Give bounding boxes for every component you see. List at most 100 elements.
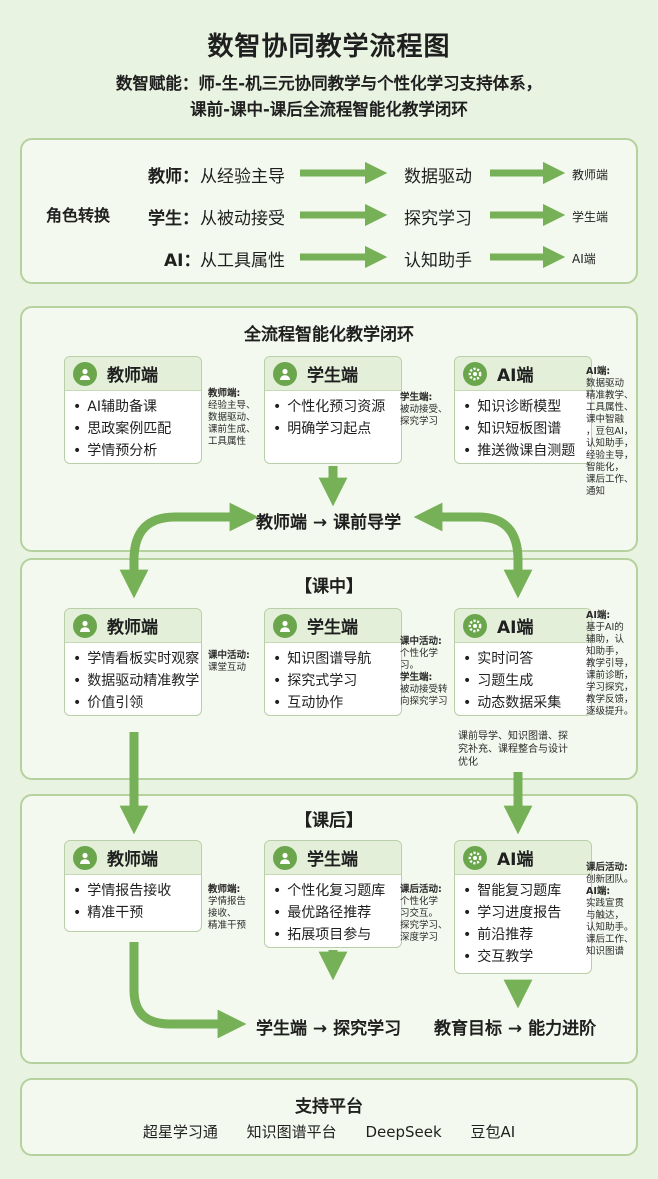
ai-gear-icon <box>463 845 487 870</box>
post-student-note: 课后活动: 个性化学 习交互。 探究学习、 深度学习 <box>400 884 448 944</box>
note-head: 课后活动: <box>400 884 442 895</box>
note-line: 向探究学习 <box>400 696 448 707</box>
post-teacher-card: 教师端 学情报告接收精准干预 <box>64 840 202 932</box>
pre-class-title: 全流程智能化教学闭环 <box>244 325 414 345</box>
note-line: 学情报告 <box>208 896 247 907</box>
note-head: 教师端: <box>208 388 241 399</box>
role-student-to: 探究学习 <box>404 209 472 229</box>
platform-item: 超星学习通 <box>142 1123 218 1141</box>
note-line: 个性化学 <box>400 896 439 907</box>
subtitle-line-1: 数智赋能：师-生-机三元协同教学与个性化学习支持体系， <box>115 74 543 93</box>
teacher-icon <box>73 845 97 870</box>
pre-ai-item: 知识短板图谱 <box>463 418 591 440</box>
role-ai-who: AI： <box>164 251 201 271</box>
pre-ai-name: AI端 <box>497 366 534 386</box>
role-teacher-who: 教师： <box>148 167 199 187</box>
in-student-note: 课中活动: 个性化学 习。 学生端: 被动接受转 向探究学习 <box>400 636 448 708</box>
note-head: 教师端: <box>208 884 241 895</box>
role-ai-end: AI端 <box>572 252 596 266</box>
in-teacher-note: 课中活动: 课堂互动 <box>208 650 250 674</box>
role-panel-label: 角色转换 <box>46 206 111 225</box>
platform-panel <box>20 1078 638 1156</box>
pre-teacher-note: 教师端: 经验主导、 数据驱动、 课前生成、 工具属性 <box>208 388 256 448</box>
post-student-item: 拓展项目参与 <box>273 924 401 946</box>
pre-ai-note: AI端: 数据驱动 精准教学、 工具属性、 课中智融 ，豆包AI， 认知助手， … <box>586 366 634 498</box>
post-teacher-item: 学情报告接收 <box>73 880 201 902</box>
pre-ai-card: AI端 知识诊断模型知识短板图谱推送微课自测题 <box>454 356 592 464</box>
in-teacher-item: 数据驱动精准教学 <box>73 670 201 692</box>
in-ai-note: AI端: 基于AI的 辅助，认 知助手， 教学引导， 课前诊断， 学习探究， 教… <box>586 610 634 718</box>
note-line: ，豆包AI， <box>586 426 634 437</box>
note-line: 课前生成、 <box>208 424 256 435</box>
in-ai-name: AI端 <box>497 618 534 638</box>
pre-ai-item: 知识诊断模型 <box>463 396 591 418</box>
post-class-title: 【课后】 <box>295 811 363 831</box>
note-line: 经验主导、 <box>208 400 256 411</box>
note-line: 习交互。 <box>400 908 439 919</box>
in-ai-card: AI端 实时问答习题生成动态数据采集 <box>454 608 592 716</box>
platform-list: 超星学习通 知识图谱平台 DeepSeek 豆包AI <box>0 1121 658 1142</box>
note-line: 究补充、课程整合与设计 <box>458 744 568 755</box>
note-head: 课中活动: <box>400 636 442 647</box>
note-line: 课后工作、 <box>586 474 634 485</box>
note-line: 辅助，认 <box>586 634 625 645</box>
note-line: 数据驱动、 <box>208 412 256 423</box>
student-icon <box>273 845 297 870</box>
note-line: 课堂互动 <box>208 662 247 673</box>
note-line: 逐级提升。 <box>586 706 634 717</box>
in-teacher-item: 学情看板实时观察 <box>73 648 201 670</box>
in-student-item: 探究式学习 <box>273 670 401 692</box>
note-head: 学生端: <box>400 392 433 403</box>
student-icon <box>273 361 297 386</box>
post-flow-right-label: 教育目标 → 能力进阶 <box>434 1019 597 1039</box>
note-head: 学生端: <box>400 672 433 683</box>
pre-teacher-item: 思政案例匹配 <box>73 418 201 440</box>
post-teacher-item: 精准干预 <box>73 902 201 924</box>
role-teacher-from: 从经验主导 <box>200 167 285 187</box>
in-student-item: 互动协作 <box>273 692 401 714</box>
note-line: 工具属性、 <box>586 402 634 413</box>
note-line: 精准干预 <box>208 920 247 931</box>
post-flow-left-label: 学生端 → 探究学习 <box>256 1019 402 1039</box>
note-line: 习。 <box>400 660 420 671</box>
in-student-name: 学生端 <box>307 618 358 638</box>
note-line: 课前诊断， <box>586 670 634 681</box>
note-line: 认知助手。 <box>586 922 634 933</box>
in-student-card: 学生端 知识图谱导航探究式学习互动协作 <box>264 608 402 716</box>
pre-teacher-card: 教师端 AI辅助备课思政案例匹配学情预分析 <box>64 356 202 464</box>
note-line: 被动接受转 <box>400 684 448 695</box>
student-icon <box>273 613 297 638</box>
post-ai-note: 课后活动: 创新团队。 AI端: 实践宣贯 与触达， 认知助手。 课后工作、 知… <box>586 862 634 958</box>
post-student-card: 学生端 个性化复习题库最优路径推荐拓展项目参与 <box>264 840 402 948</box>
pre-student-name: 学生端 <box>307 366 358 386</box>
in-below-note: 课前导学、知识图谱、探 究补充、课程整合与设计 优化 <box>458 730 568 769</box>
note-head: AI端: <box>586 366 611 377</box>
platform-title: 支持平台 <box>295 1097 363 1117</box>
role-ai-from: 从工具属性 <box>200 251 285 271</box>
teacher-icon <box>73 361 97 386</box>
note-line: 基于AI的 <box>586 622 624 633</box>
subtitle-line-2: 课前-课中-课后全流程智能化教学闭环 <box>190 100 468 119</box>
pre-student-note: 学生端: 被动接受、 探究学习 <box>400 392 448 428</box>
note-line: 课中智融 <box>586 414 625 425</box>
note-line: 知识图谱 <box>586 946 625 957</box>
note-head: 课中活动: <box>208 650 250 661</box>
post-ai-item: 前沿推荐 <box>463 924 591 946</box>
note-line: 实践宣贯 <box>586 898 625 909</box>
post-ai-card: AI端 智能复习题库学习进度报告前沿推荐交互教学 <box>454 840 592 974</box>
pre-student-item: 明确学习起点 <box>273 418 401 440</box>
role-student-end: 学生端 <box>572 210 609 224</box>
pre-student-item: 个性化预习资源 <box>273 396 401 418</box>
in-class-title: 【课中】 <box>295 577 363 597</box>
note-line: 数据驱动 <box>586 378 625 389</box>
post-student-item: 最优路径推荐 <box>273 902 401 924</box>
note-line: 课前导学、知识图谱、探 <box>458 731 568 742</box>
in-ai-item: 实时问答 <box>463 648 591 670</box>
note-line: 教学引导， <box>586 658 634 669</box>
pre-teacher-name: 教师端 <box>107 366 158 386</box>
post-ai-item: 学习进度报告 <box>463 902 591 924</box>
note-line: 通知 <box>586 486 606 497</box>
note-line: 优化 <box>458 757 478 768</box>
role-ai-to: 认知助手 <box>404 251 472 271</box>
role-teacher-to: 数据驱动 <box>404 167 472 187</box>
